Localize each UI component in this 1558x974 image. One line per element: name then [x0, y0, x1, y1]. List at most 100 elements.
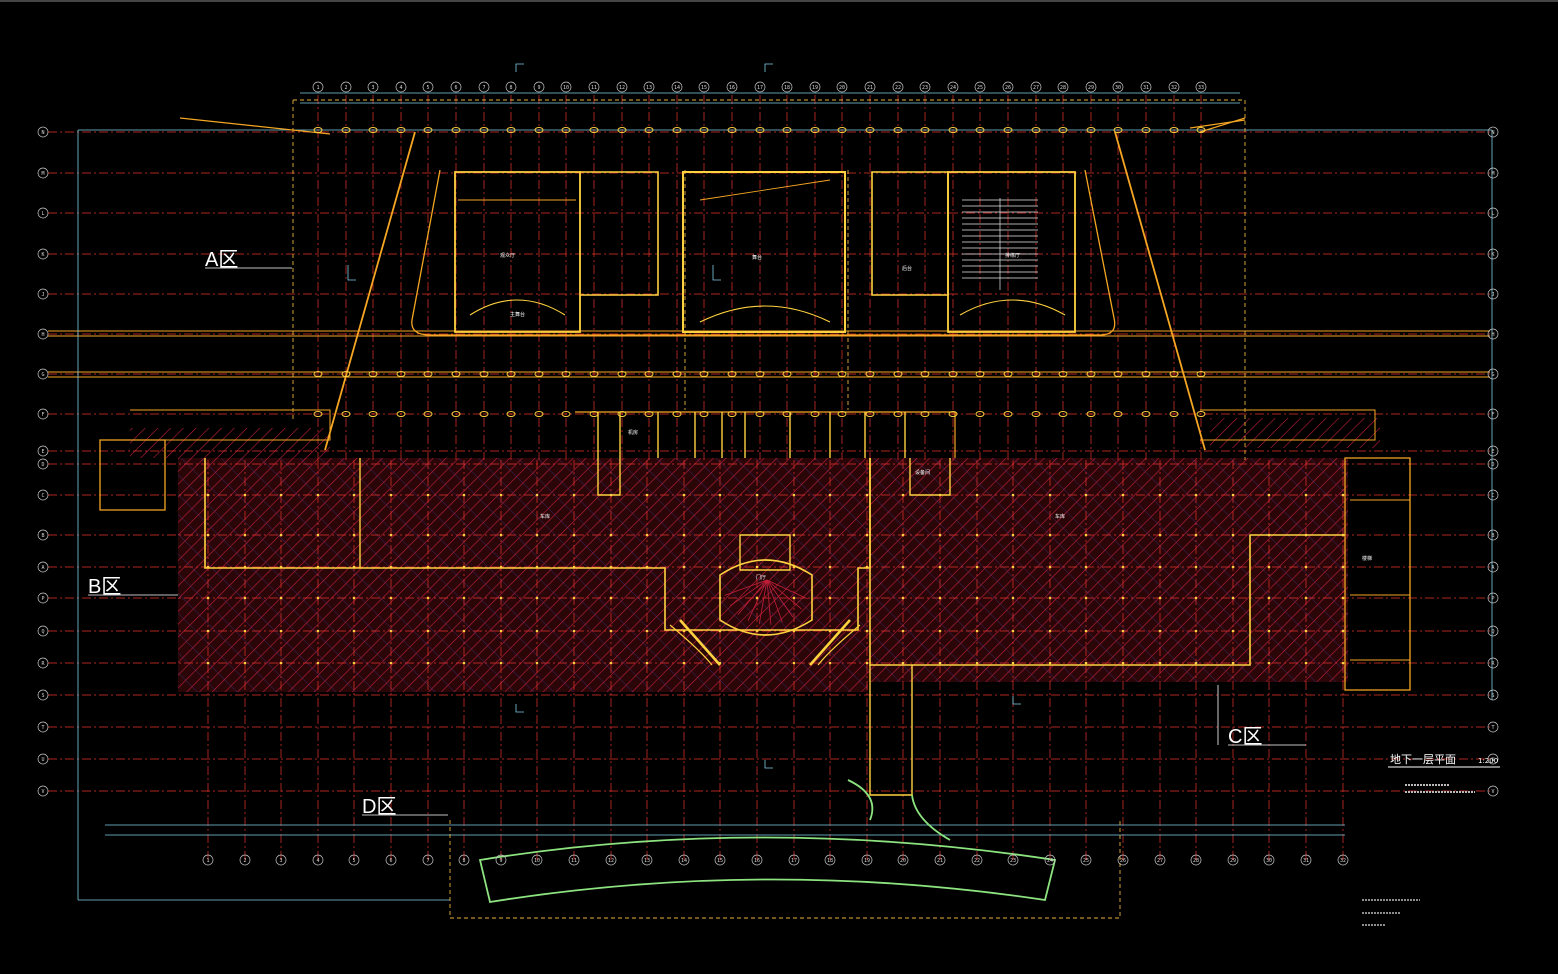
grid-axis-bubble: [385, 854, 397, 866]
grid-axis-bubble: [37, 561, 49, 573]
column-marker: [479, 411, 489, 417]
column-marker: [1031, 127, 1041, 133]
grid-axis-label: 28: [1193, 858, 1199, 864]
column-marker: [451, 411, 461, 417]
column-marker: [975, 596, 979, 600]
grid-axis-bubble: [1168, 81, 1180, 93]
grid-axis-bubble: [37, 408, 49, 420]
wall-segment: [411, 169, 1116, 336]
grid-axis-label: H: [1491, 332, 1494, 338]
column-marker: [389, 565, 393, 569]
grid-axis-bubble: [1044, 854, 1056, 866]
column-marker: [1141, 371, 1151, 377]
grid-axis-label: C: [1491, 493, 1494, 499]
grid-axis-bubble: [37, 721, 49, 733]
grid-axis-bubble: [754, 81, 766, 93]
grid-axis-label: 4: [399, 85, 402, 91]
column-marker: [206, 493, 210, 497]
column-marker: [718, 533, 722, 537]
column-marker: [1011, 533, 1015, 537]
grid-axis-bubble: [37, 445, 49, 457]
grid-axis-bubble: [714, 854, 726, 866]
column-marker: [699, 371, 709, 377]
zone-label-d: D区: [362, 796, 396, 818]
grid-axis-bubble: [1487, 126, 1499, 138]
grid-axis-bubble: [897, 854, 909, 866]
column-marker: [672, 411, 682, 417]
grid-axis-bubble: [864, 81, 876, 93]
grid-axis-label: 2: [344, 85, 347, 91]
grid-axis-label: 5: [426, 85, 429, 91]
column-marker: [1194, 661, 1198, 665]
grid-axis-label: 23: [1010, 858, 1016, 864]
column-marker: [1113, 411, 1123, 417]
column-marker: [316, 661, 320, 665]
column-marker: [1113, 127, 1123, 133]
column-marker: [1341, 493, 1345, 497]
grid-axis-bubble: [974, 81, 986, 93]
column-marker: [1058, 127, 1068, 133]
room-label-auditorium: 观众厅: [500, 253, 515, 259]
column-marker: [589, 371, 599, 377]
grid-axis-label: 11: [571, 858, 577, 864]
room-label-machine: 机房: [628, 429, 638, 436]
column-marker: [279, 565, 283, 569]
grid-axis-label: 21: [937, 858, 943, 864]
column-marker: [901, 596, 905, 600]
grid-axis-bubble: [643, 81, 655, 93]
column-marker: [1084, 493, 1088, 497]
grid-axis-bubble: [37, 288, 49, 300]
wall-segment: [454, 171, 581, 333]
column-marker: [782, 371, 792, 377]
column-marker: [279, 596, 283, 600]
grid-axis-bubble: [1195, 81, 1207, 93]
column-marker: [316, 565, 320, 569]
grid-axis-bubble: [533, 81, 545, 93]
grid-axis-bubble: [1080, 854, 1092, 866]
wall-segment: [597, 458, 621, 496]
column-marker: [1048, 629, 1052, 633]
column-marker: [1158, 565, 1162, 569]
column-marker: [810, 371, 820, 377]
column-marker: [1086, 127, 1096, 133]
column-marker: [389, 493, 393, 497]
grid-axis-label: 28: [1060, 85, 1066, 91]
grid-axis-bubble: [1487, 657, 1499, 669]
column-marker: [499, 661, 503, 665]
column-marker: [1084, 565, 1088, 569]
column-marker: [1267, 565, 1271, 569]
column-marker: [462, 661, 466, 665]
column-marker: [389, 661, 393, 665]
column-marker: [755, 661, 759, 665]
grid-axis-bubble: [1487, 721, 1499, 733]
grid-axis-label: 8: [462, 858, 465, 864]
grid-axis-bubble: [37, 785, 49, 797]
grid-axis-bubble: [458, 854, 470, 866]
column-marker: [423, 411, 433, 417]
column-marker: [644, 411, 654, 417]
wall-segment: [324, 131, 416, 451]
column-marker: [1048, 596, 1052, 600]
zone-label-a: A区: [205, 249, 238, 271]
column-marker: [792, 565, 796, 569]
column-marker: [1011, 596, 1015, 600]
column-marker: [727, 411, 737, 417]
column-marker: [1121, 661, 1125, 665]
grid-axis-label: 6: [389, 858, 392, 864]
column-marker: [644, 371, 654, 377]
grid-axis-bubble: [422, 81, 434, 93]
column-marker: [699, 411, 709, 417]
column-marker: [938, 629, 942, 633]
column-marker: [535, 533, 539, 537]
grid-axis-label: 22: [974, 858, 980, 864]
column-marker: [1003, 127, 1013, 133]
grid-axis-label: 31: [1303, 858, 1309, 864]
grid-axis-bubble: [947, 81, 959, 93]
column-marker: [727, 127, 737, 133]
grid-axis-label: 2: [243, 858, 246, 864]
column-marker: [535, 596, 539, 600]
grid-axis-bubble: [1337, 854, 1349, 866]
column-marker: [206, 661, 210, 665]
column-marker: [1341, 533, 1345, 537]
